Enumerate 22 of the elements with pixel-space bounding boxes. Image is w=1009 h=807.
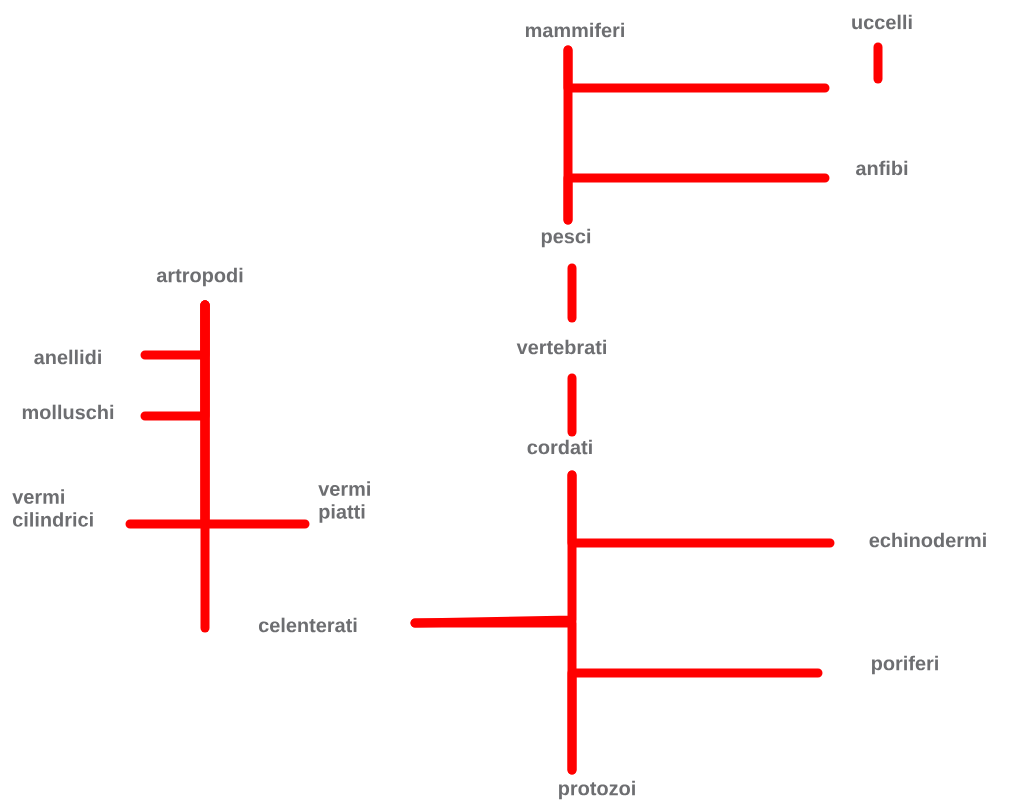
taxon-label: anfibi [856,160,908,176]
branch-line [200,300,210,633]
branch-line [567,263,577,323]
taxon-label: cordati [527,439,592,455]
taxon-label: vermi cilindrici [12,489,93,527]
taxon-label: protozoi [559,780,635,800]
branch-line [410,470,577,628]
taxon-label: vermi piatti [318,481,370,523]
taxon-label: pesci [541,228,591,248]
branch-line [563,45,830,93]
taxon-label: uccelli [852,14,912,30]
taxon-label: echinodermi [869,532,986,548]
branch-line [873,42,883,84]
branch-line [567,373,577,437]
taxon-label: molluschi [22,404,114,420]
taxon-label: mammiferi [525,22,624,38]
taxon-label: celenterati [258,617,357,633]
taxon-label: poriferi [872,655,938,675]
taxon-label: anellidi [34,349,101,365]
branch-line [567,668,823,775]
taxon-label: vertebrati [516,339,606,355]
taxon-label: artropodi [156,267,243,287]
